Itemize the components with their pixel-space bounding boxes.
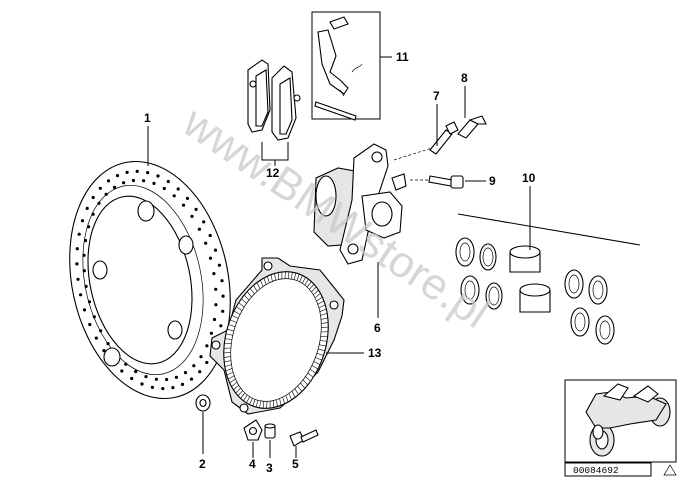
callout-7[interactable]: 7 bbox=[433, 89, 440, 103]
callout-1[interactable]: 1 bbox=[144, 111, 151, 125]
brake-caliper[interactable] bbox=[313, 143, 407, 265]
caliper-repair-kit[interactable] bbox=[455, 213, 641, 345]
washer[interactable] bbox=[195, 394, 211, 412]
bleeder-cap[interactable] bbox=[457, 115, 487, 139]
pad-spring-kit[interactable] bbox=[311, 11, 381, 121]
callout-10[interactable]: 10 bbox=[522, 171, 536, 185]
bleeder-valve[interactable] bbox=[429, 121, 459, 155]
disc-mounting-bosses bbox=[92, 200, 194, 367]
pistons bbox=[509, 245, 551, 313]
callout-4[interactable]: 4 bbox=[249, 457, 256, 471]
callout-12[interactable]: 12 bbox=[266, 166, 280, 180]
callout-9[interactable]: 9 bbox=[489, 174, 496, 188]
brake-pads[interactable] bbox=[247, 59, 301, 141]
motorcycle-thumbnail: 00084692 bbox=[564, 379, 677, 477]
callout-13[interactable]: 13 bbox=[368, 346, 382, 360]
abs-sensor-ring[interactable] bbox=[207, 257, 345, 422]
callout-numbers: 1 2 3 4 5 6 7 8 9 10 11 12 13 bbox=[144, 50, 536, 475]
disc-ventilation-holes bbox=[75, 169, 225, 391]
motorcycle-icon bbox=[585, 383, 671, 457]
callout-8[interactable]: 8 bbox=[461, 71, 468, 85]
callout-5[interactable]: 5 bbox=[292, 457, 299, 471]
spacer[interactable] bbox=[243, 419, 263, 441]
brake-disc[interactable] bbox=[49, 146, 251, 413]
callout-11[interactable]: 11 bbox=[396, 50, 409, 64]
bush[interactable] bbox=[264, 423, 276, 439]
leader-lines bbox=[147, 56, 531, 458]
callout-3[interactable]: 3 bbox=[266, 461, 273, 475]
hex-screw-5[interactable] bbox=[289, 429, 319, 447]
sensor-ring-teeth bbox=[223, 271, 329, 409]
piston-seals-left bbox=[455, 237, 503, 310]
warning-triangle-icon bbox=[663, 464, 677, 476]
callout-6[interactable]: 6 bbox=[374, 321, 381, 335]
piston-seals-right bbox=[564, 269, 615, 345]
caliper-bolt[interactable] bbox=[428, 175, 464, 189]
reference-number: 00084692 bbox=[573, 465, 619, 476]
callout-2[interactable]: 2 bbox=[199, 457, 206, 471]
